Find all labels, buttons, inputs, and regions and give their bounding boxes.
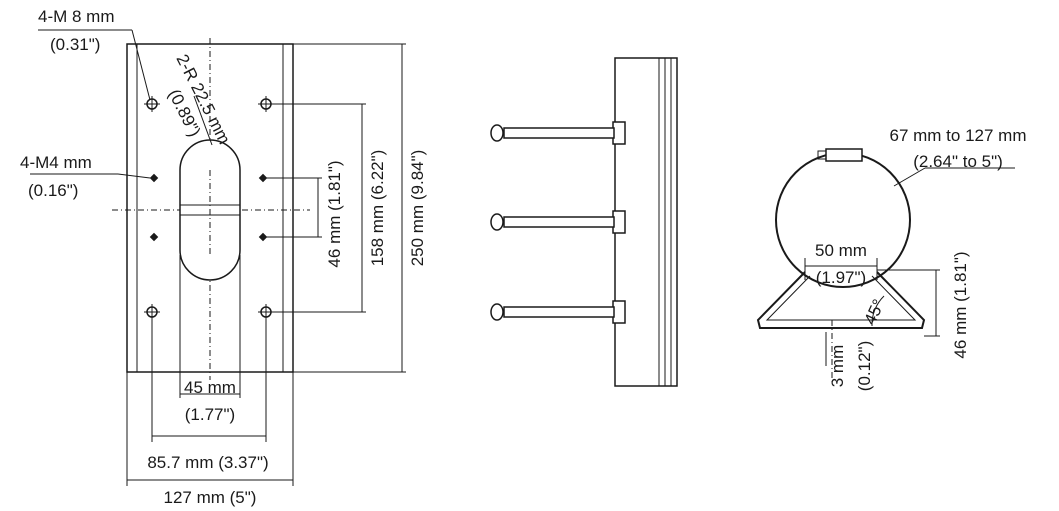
- side-view: [490, 57, 678, 387]
- bolt: [490, 300, 626, 324]
- hole-label-inch: (0.31"): [50, 35, 100, 54]
- bracket-height-label: 46 mm (1.81"): [951, 251, 970, 358]
- radius-label-leader: [193, 95, 213, 146]
- bolt: [490, 210, 626, 234]
- total-height-label: 250 mm (9.84"): [408, 150, 427, 267]
- bolt: [490, 121, 626, 145]
- thickness-mm: 3 mm: [828, 345, 847, 388]
- total-width-label: 127 mm (5"): [164, 488, 257, 507]
- angle-arc: [871, 295, 885, 327]
- screw-hole: [149, 173, 159, 183]
- mounting-hole: [144, 304, 160, 320]
- screw-hole: [149, 232, 159, 242]
- diameter-label-mm: 67 mm to 127 mm: [890, 126, 1027, 145]
- clamp-bracket-inner: [765, 275, 917, 321]
- hole-vertical-label: 158 mm (6.22"): [368, 150, 387, 267]
- base-width-inch: (1.97"): [816, 268, 866, 287]
- pole-clamp-ring: [775, 152, 911, 288]
- screw-spacing-label: 46 mm (1.81"): [325, 160, 344, 267]
- slot-width-mm: 45 mm: [184, 378, 236, 397]
- hole-spacing-label: 85.7 mm (3.37"): [147, 453, 268, 472]
- thickness-inch: (0.12"): [855, 341, 874, 391]
- diameter-label-inch: (2.64" to 5"): [913, 152, 1003, 171]
- hole-label-size: 4-M 8 mm: [38, 7, 115, 26]
- mounting-hole: [144, 96, 160, 112]
- clamp-bracket-outer: [756, 271, 926, 329]
- screw-label-leader: [117, 173, 151, 179]
- screw-label-inch: (0.16"): [28, 181, 78, 200]
- clamp-buckle-tab: [817, 150, 827, 160]
- slot-width-inch: (1.77"): [185, 405, 235, 424]
- angle-label: 45°: [860, 296, 888, 327]
- hole-label-leader: [131, 29, 151, 101]
- clamp-buckle: [825, 148, 863, 162]
- diameter-leader: [893, 167, 926, 187]
- front-view: 4-M 8 mm (0.31") 4-M4 mm (0.16") 2-R 22.…: [20, 7, 427, 507]
- screw-label-size: 4-M4 mm: [20, 153, 92, 172]
- base-width-mm: 50 mm: [815, 241, 867, 260]
- clamp-view: 50 mm (1.97") 45° 3 mm (0.12") 46 mm (1.…: [756, 126, 1027, 391]
